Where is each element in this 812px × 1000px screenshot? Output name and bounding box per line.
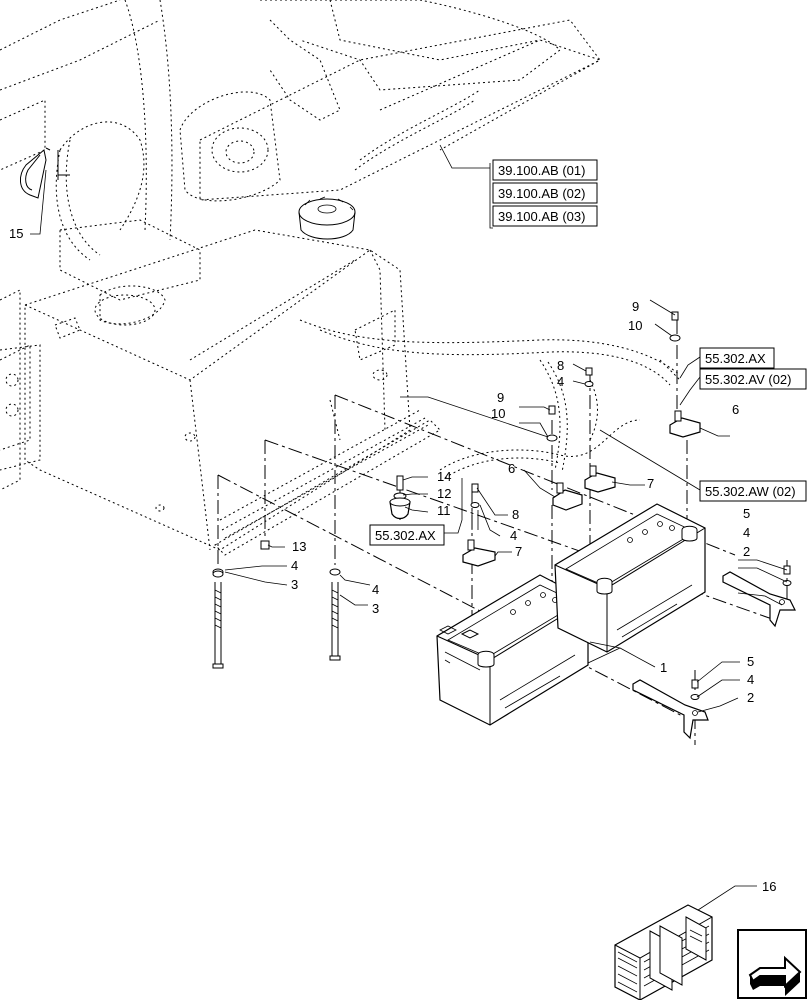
leader-lines [30, 144, 788, 913]
spacer-stack [389, 475, 411, 520]
callout-9: 9 [632, 299, 639, 314]
next-page-arrow-icon[interactable] [737, 929, 807, 999]
callout-9: 9 [497, 390, 504, 405]
callout-2: 2 [743, 544, 750, 559]
callout-10: 10 [628, 318, 642, 333]
callout-4: 4 [372, 582, 379, 597]
nuts-and-washers [212, 311, 792, 700]
ref-box-55-302-av-02[interactable] [699, 368, 807, 390]
bolt-13 [260, 540, 270, 550]
terminal-clamp-6-mid [552, 482, 583, 511]
terminal-clamp-7-front [462, 539, 496, 567]
ref-box-39-100-ab-01[interactable] [492, 159, 598, 181]
callout-3: 3 [372, 601, 379, 616]
ref-box-55-302-ax-left[interactable] [369, 524, 445, 546]
ref-box-55-302-ax-top[interactable] [699, 347, 775, 369]
ref-55-302-ax-left[interactable]: 55.302.AX [375, 528, 436, 543]
callout-16: 16 [762, 879, 776, 894]
callout-4: 4 [510, 528, 517, 543]
ref-55-302-aw-02[interactable]: 55.302.AW (02) [705, 484, 796, 499]
callout-4: 4 [291, 558, 298, 573]
callout-12: 12 [437, 486, 451, 501]
callout-5: 5 [747, 654, 754, 669]
callout-4: 4 [743, 525, 750, 540]
callout-13: 13 [292, 539, 306, 554]
callout-6: 6 [732, 402, 739, 417]
terminal-clamp-7-mid [584, 465, 616, 493]
callout-10: 10 [491, 406, 505, 421]
hold-down-bracket-rear [722, 571, 796, 628]
ref-39-100-ab-02[interactable]: 39.100.AB (02) [498, 186, 585, 201]
ref-39-100-ab-01[interactable]: 39.100.AB (01) [498, 163, 585, 178]
callout-4: 4 [747, 672, 754, 687]
callout-3: 3 [291, 577, 298, 592]
callout-labels: 15 9 10 8 4 9 10 6 14 6 7 12 11 8 4 5 4 … [9, 226, 776, 894]
terminal-clamp-6-rear [669, 410, 701, 438]
reference-box-group-55-302: 55.302.AX 55.302.AV (02) 55.302.AW (02) … [369, 347, 807, 546]
callout-2: 2 [747, 690, 754, 705]
ref-39-100-ab-03[interactable]: 39.100.AB (03) [498, 209, 585, 224]
chassis-frame [0, 0, 681, 556]
dipstick-part-15 [20, 147, 70, 199]
callout-5: 5 [743, 506, 750, 521]
ref-box-55-302-aw-02[interactable] [699, 480, 807, 502]
callout-1: 1 [660, 660, 667, 675]
battery-front [436, 574, 589, 726]
callout-8: 8 [512, 507, 519, 522]
callout-11: 11 [437, 503, 451, 518]
ref-55-302-av-02[interactable]: 55.302.AV (02) [705, 372, 791, 387]
ref-box-39-100-ab-02[interactable] [492, 182, 598, 204]
long-bolt-right [329, 568, 341, 661]
callout-7: 7 [515, 544, 522, 559]
long-bolt-left [212, 568, 224, 669]
callout-7: 7 [647, 476, 654, 491]
callout-4: 4 [557, 374, 564, 389]
callout-8: 8 [557, 358, 564, 373]
reference-box-group-39-100: 39.100.AB (01) 39.100.AB (02) 39.100.AB … [489, 159, 598, 229]
crate-icon [614, 904, 713, 1000]
fuel-filler-cap [298, 196, 356, 240]
callout-15: 15 [9, 226, 23, 241]
callout-14: 14 [437, 469, 451, 484]
cable-harness [55, 89, 681, 479]
ref-55-302-ax-top[interactable]: 55.302.AX [705, 351, 766, 366]
callout-6: 6 [508, 461, 515, 476]
battery-rear [554, 503, 706, 653]
hold-down-bracket-front [632, 679, 709, 740]
ref-box-39-100-ab-03[interactable] [492, 205, 598, 227]
